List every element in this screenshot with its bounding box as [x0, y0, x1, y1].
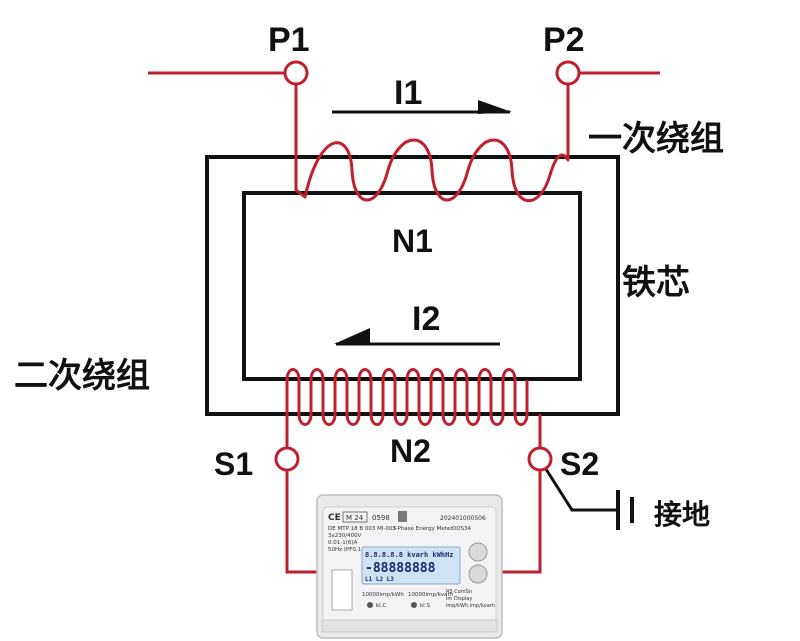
i1-arrow-head [478, 100, 512, 114]
meter-code: 0598 [372, 514, 390, 522]
meter-serial: 202401000506 [440, 515, 486, 522]
terminal-s2 [527, 446, 553, 472]
terminal-p1 [283, 60, 309, 86]
meter-spec-line1: DE MTP 18 B 003 MI-003 [328, 526, 396, 532]
meter-button-up[interactable] [468, 542, 488, 562]
meter-led-kvarh [411, 602, 417, 608]
label-iron-core: 铁芯 [622, 263, 690, 303]
meter-comm-text: RS ComSn [446, 589, 472, 595]
meter-logo [398, 511, 407, 522]
meter-model-box-text: M 24 [346, 514, 364, 522]
label-p1: P1 [268, 21, 310, 59]
p1-lead [294, 84, 306, 199]
ground-wire [542, 465, 618, 512]
meter-lcd-main: -88888888 [365, 561, 436, 576]
primary-coil [303, 138, 570, 203]
meter-spec-line4: 50Hz (PF0.14) [328, 547, 367, 553]
meter-unit-text: imp/kWh,imp/kvarh [446, 603, 495, 609]
meter-terminal-window [331, 569, 353, 611]
terminal-s1 [274, 446, 300, 472]
label-n2: N2 [390, 433, 431, 469]
label-i1: I1 [394, 74, 422, 112]
core-outer-edge [205, 155, 620, 416]
meter-bottom-terminals [321, 619, 498, 633]
meter-led-kwh [367, 602, 373, 608]
meter-imp-kvarh: 10000imp/kvarh [408, 592, 454, 598]
meter-model: DDS34 [452, 526, 471, 532]
label-i2: I2 [412, 300, 440, 338]
meter-led-kvarh-label: kl.S [420, 603, 430, 609]
meter-ce-mark: CE [328, 513, 341, 523]
meter-title: 3-Phase Energy Meter [392, 526, 453, 532]
meter-led-kwh-label: kl.C [376, 603, 386, 609]
core-inner-edge [242, 191, 582, 381]
meter-spec-line2: 3x230/400V [328, 533, 362, 539]
label-s1: S1 [214, 446, 253, 482]
energy-meter: CE M 24 0598 202401000506 DE MTP 18 B 00… [316, 494, 503, 639]
secondary-coil [285, 368, 529, 426]
label-n1: N1 [392, 223, 433, 259]
meter-lcd [361, 546, 461, 585]
meter-lcd-phases: L1 L2 L3 [365, 576, 394, 583]
label-primary-winding: 一次绕组 [588, 119, 724, 159]
i2-arrow-head [334, 328, 370, 344]
meter-model-box [342, 511, 368, 523]
meter-spec-line3: 0.01-1(6)A [328, 540, 358, 546]
terminal-p2 [555, 60, 581, 86]
label-secondary-winding: 二次绕组 [14, 356, 150, 396]
meter-imp-kwh: 10000imp/kWh [362, 592, 404, 598]
label-s2: S2 [560, 446, 599, 482]
label-ground: 接地 [654, 498, 710, 531]
meter-display-text: im Display [446, 596, 472, 602]
label-p2: P2 [543, 21, 585, 59]
meter-button-down[interactable] [468, 564, 488, 584]
meter-lcd-top: 8.8.8.8.8 kvarh kWhHz [365, 551, 454, 559]
s2-to-meter-wire [500, 470, 542, 574]
s1-to-meter-wire [285, 470, 318, 574]
